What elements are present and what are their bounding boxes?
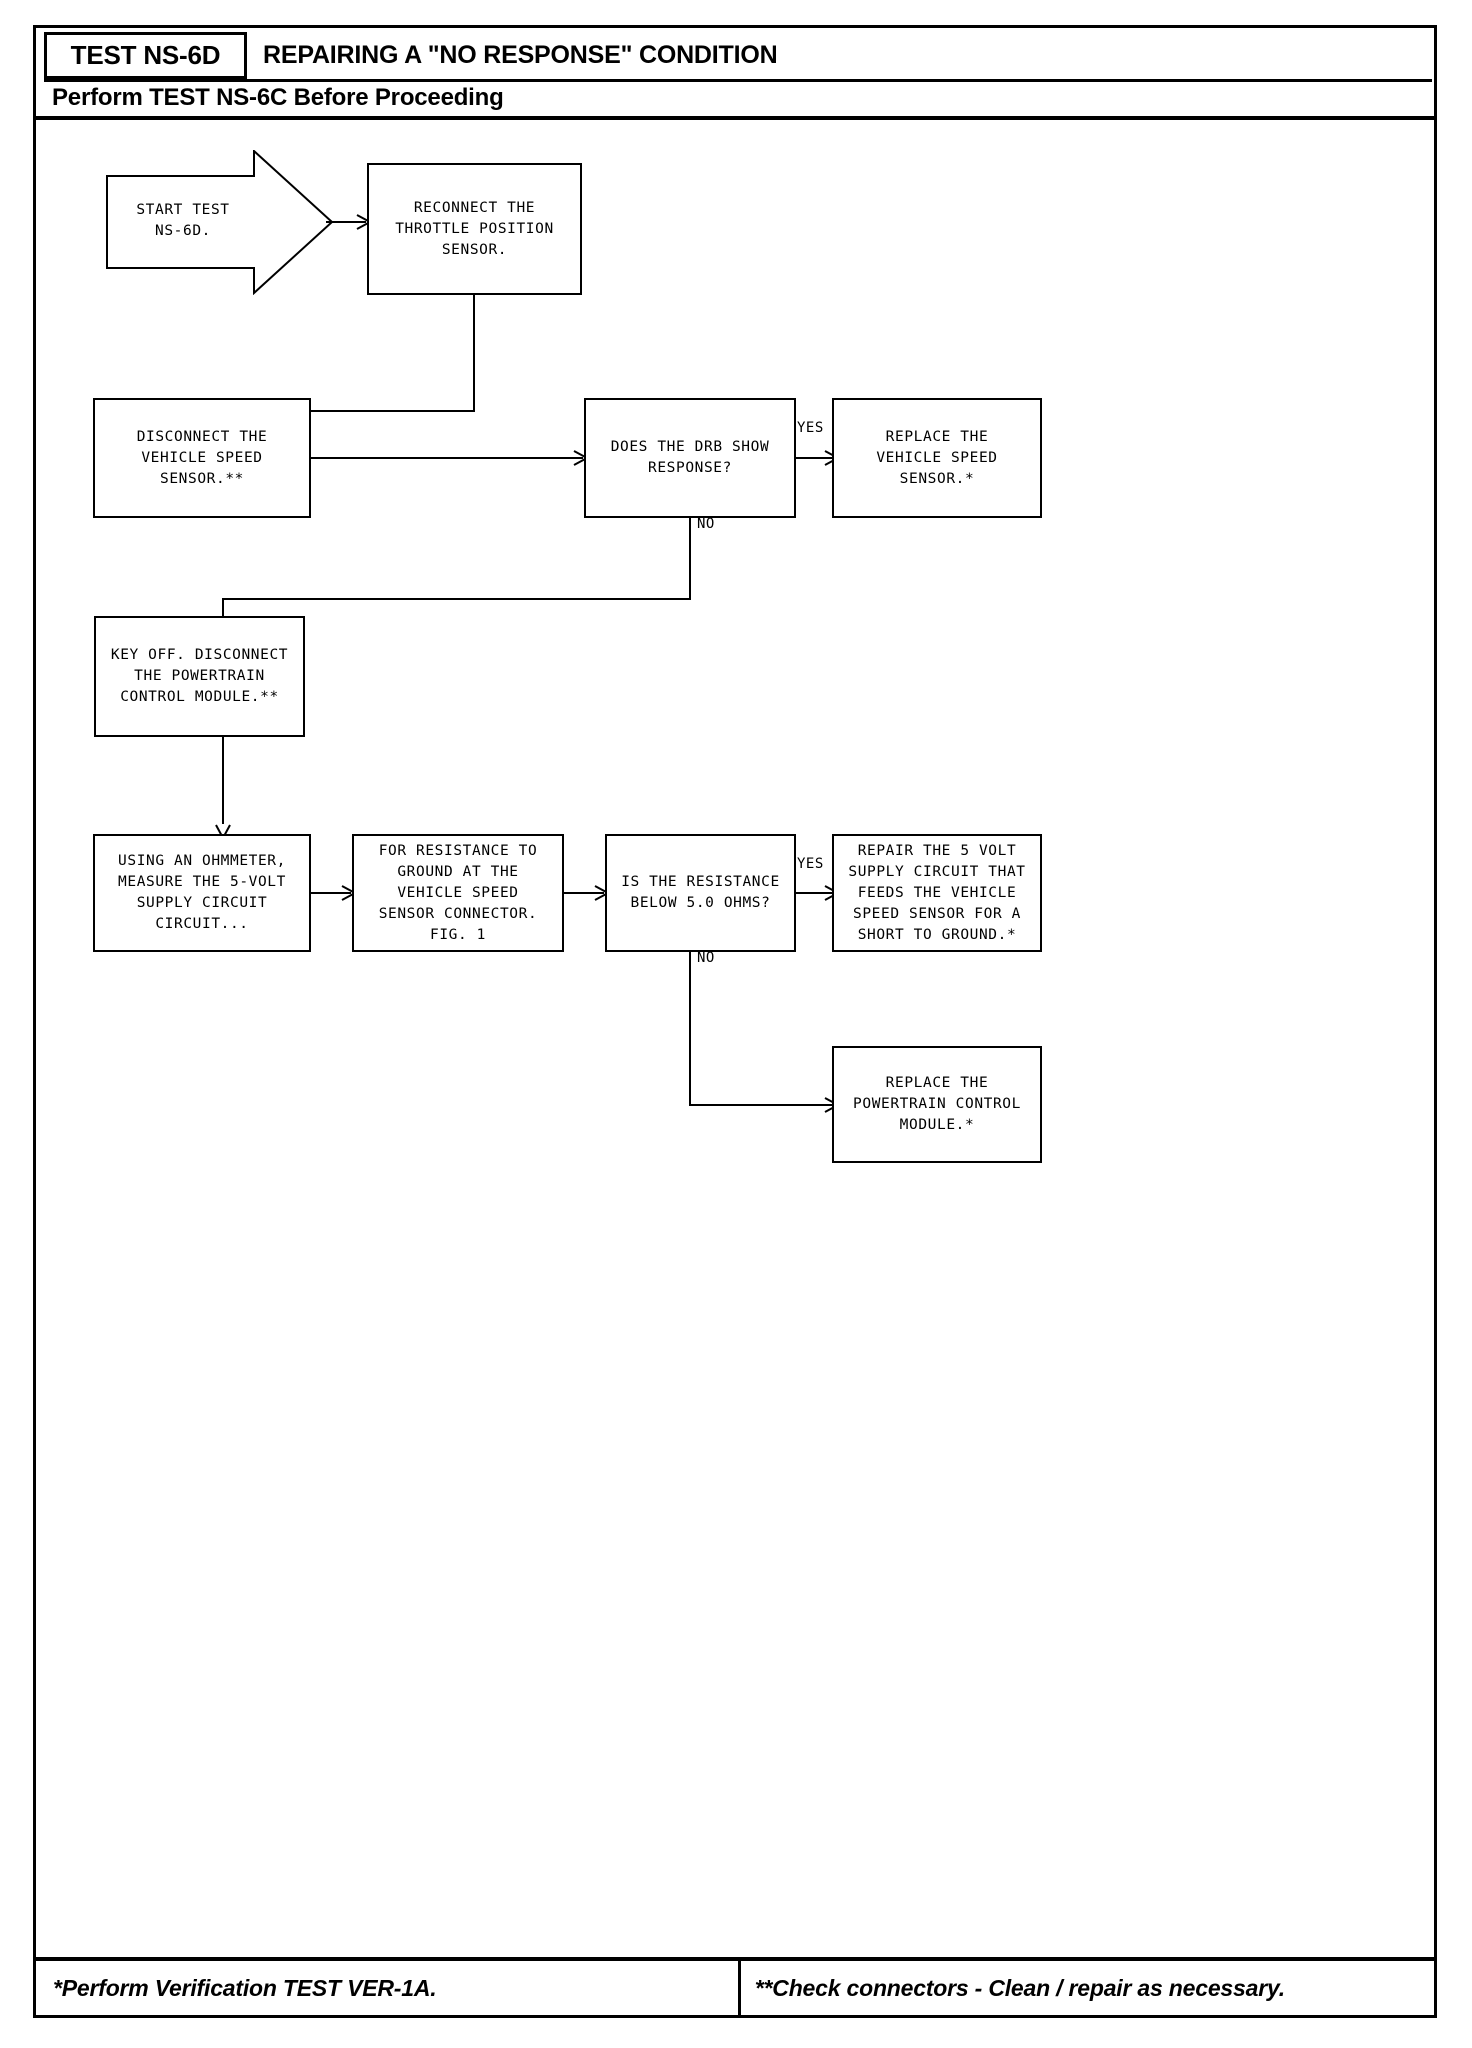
precondition-label: Perform TEST NS-6C Before Proceeding <box>52 84 504 111</box>
node-reconnect-throttle-position-sensor[interactable]: RECONNECT THE THROTTLE POSITION SENSOR. <box>367 163 582 295</box>
node-disconnect-vehicle-speed-sensor[interactable]: DISCONNECT THE VEHICLE SPEED SENSOR.** <box>93 398 311 518</box>
edge-disconnect-to-drb <box>311 457 583 459</box>
node-using-an-ohmmeter[interactable]: USING AN OHMMETER, MEASURE THE 5-VOLT SU… <box>93 834 311 952</box>
edge-reconnect-left <box>222 410 475 412</box>
edge-reconnect-down <box>473 295 475 412</box>
footer-left-note: *Perform Verification TEST VER-1A. <box>53 1974 437 2001</box>
edge-drb-no-down <box>689 518 691 600</box>
edge-drb-yes <box>796 457 834 459</box>
node-text: DOES THE DRB SHOW RESPONSE? <box>610 439 770 476</box>
node-does-drb-show-response[interactable]: DOES THE DRB SHOW RESPONSE? <box>584 398 796 518</box>
edge-keyoff-down <box>222 737 224 824</box>
edge-resistance-to-question <box>564 892 604 894</box>
test-id-cell: TEST NS-6D <box>44 32 247 79</box>
header-row-primary: TEST NS-6D REPAIRING A "NO RESPONSE" CON… <box>36 28 1434 79</box>
footer-right-note: **Check connectors - Clean / repair as n… <box>754 1974 1285 2001</box>
edge-label-drb-no: NO <box>697 516 715 532</box>
header-row-precondition: Perform TEST NS-6C Before Proceeding <box>44 82 1432 114</box>
node-text: RECONNECT THE THROTTLE POSITION SENSOR. <box>395 199 554 258</box>
node-text: REPAIR THE 5 VOLT SUPPLY CIRCUIT THAT FE… <box>848 842 1026 943</box>
node-key-off-disconnect-pcm[interactable]: KEY OFF. DISCONNECT THE POWERTRAIN CONTR… <box>94 616 305 737</box>
edge-label-resistance-yes: YES <box>797 856 824 872</box>
header-divider <box>44 79 1432 82</box>
node-repair-5-volt-supply-circuit[interactable]: REPAIR THE 5 VOLT SUPPLY CIRCUIT THAT FE… <box>832 834 1042 952</box>
node-for-resistance-to-ground[interactable]: FOR RESISTANCE TO GROUND AT THE VEHICLE … <box>352 834 564 952</box>
header-title: REPAIRING A "NO RESPONSE" CONDITION <box>263 32 778 79</box>
footer-right-cell: **Check connectors - Clean / repair as n… <box>741 1961 1434 2015</box>
node-text: KEY OFF. DISCONNECT THE POWERTRAIN CONTR… <box>110 647 289 705</box>
footer: *Perform Verification TEST VER-1A. **Che… <box>36 1961 1434 2015</box>
node-text: FOR RESISTANCE TO GROUND AT THE VEHICLE … <box>378 842 538 943</box>
test-sheet-page: TEST NS-6D REPAIRING A "NO RESPONSE" CON… <box>33 25 1437 2018</box>
edge-ohmmeter-to-resistance <box>311 892 351 894</box>
header-title-label: REPAIRING A "NO RESPONSE" CONDITION <box>263 41 778 69</box>
footer-divider <box>737 1961 741 2015</box>
edge-drb-no-left <box>222 598 691 600</box>
edge-resistance-yes <box>796 892 834 894</box>
edge-resistance-no-right <box>689 1104 834 1106</box>
footer-left-cell: *Perform Verification TEST VER-1A. <box>36 1961 738 2015</box>
test-id-label: TEST NS-6D <box>70 40 221 70</box>
flowchart-canvas: START TEST NS-6D. RECONNECT THE THROTTLE… <box>36 120 1434 1918</box>
node-text: DISCONNECT THE VEHICLE SPEED SENSOR.** <box>136 428 268 487</box>
header-bottom-rule <box>36 116 1434 120</box>
node-text: IS THE RESISTANCE BELOW 5.0 OHMS? <box>621 874 780 911</box>
edge-label-drb-yes: YES <box>797 420 824 436</box>
edge-start-to-reconnect <box>326 221 366 223</box>
edge-resistance-no-down <box>689 952 691 1106</box>
node-replace-powertrain-control-module[interactable]: REPLACE THE POWERTRAIN CONTROL MODULE.* <box>832 1046 1042 1163</box>
edge-label-resistance-no: NO <box>697 950 715 966</box>
node-text: REPLACE THE VEHICLE SPEED SENSOR.* <box>876 428 998 487</box>
node-is-resistance-below-5-ohms[interactable]: IS THE RESISTANCE BELOW 5.0 OHMS? <box>605 834 796 952</box>
node-text: USING AN OHMMETER, MEASURE THE 5-VOLT SU… <box>118 853 286 932</box>
start-terminator-label: START TEST NS-6D. <box>136 202 230 239</box>
start-terminator-shape <box>106 150 334 295</box>
node-text: REPLACE THE POWERTRAIN CONTROL MODULE.* <box>853 1075 1021 1133</box>
node-replace-vehicle-speed-sensor[interactable]: REPLACE THE VEHICLE SPEED SENSOR.* <box>832 398 1042 518</box>
footer-top-rule <box>36 1957 1434 1961</box>
